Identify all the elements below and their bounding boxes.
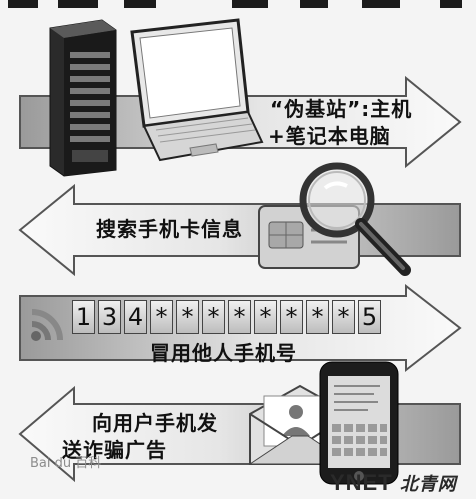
digit-tile: 5 [358,300,381,334]
digit-tile: 3 [98,300,121,334]
digit-tile: * [176,300,199,334]
step-2-text: 搜索手机卡信息 [96,217,243,241]
smartphone-icon [314,360,414,486]
step-3-text: 冒用他人手机号 [150,341,297,365]
ynet-watermark: YNET 北青网 [330,470,457,496]
digit-tile: * [280,300,303,334]
digit-tile: * [254,300,277,334]
ynet-watermark-cn: 北青网 [399,474,457,495]
step-1-text-line2: +笔记本电脑 [268,124,391,148]
digit-tile: * [150,300,173,334]
baidu-watermark: Bai du 百科 [30,456,102,471]
wifi-signal-icon [28,304,74,344]
digit-tile: * [306,300,329,334]
phone-number-digits: 1 3 4 * * * * * * * * 5 [72,300,381,334]
digit-tile: 1 [72,300,95,334]
step-4-text-line2: 送诈骗广告 [62,438,167,462]
step-4-text-line1: 向用户手机发 [92,411,218,435]
ynet-watermark-latin: YNET [330,470,393,495]
digit-tile: * [228,300,251,334]
digit-tile: * [332,300,355,334]
cropped-headline-strip [0,0,476,10]
step-1-text-line1: “伪基站”:主机 [270,97,413,121]
laptop-icon [112,16,264,166]
digit-tile: * [202,300,225,334]
magnifier-icon [285,158,415,278]
digit-tile: 4 [124,300,147,334]
server-tower-icon [44,18,120,178]
